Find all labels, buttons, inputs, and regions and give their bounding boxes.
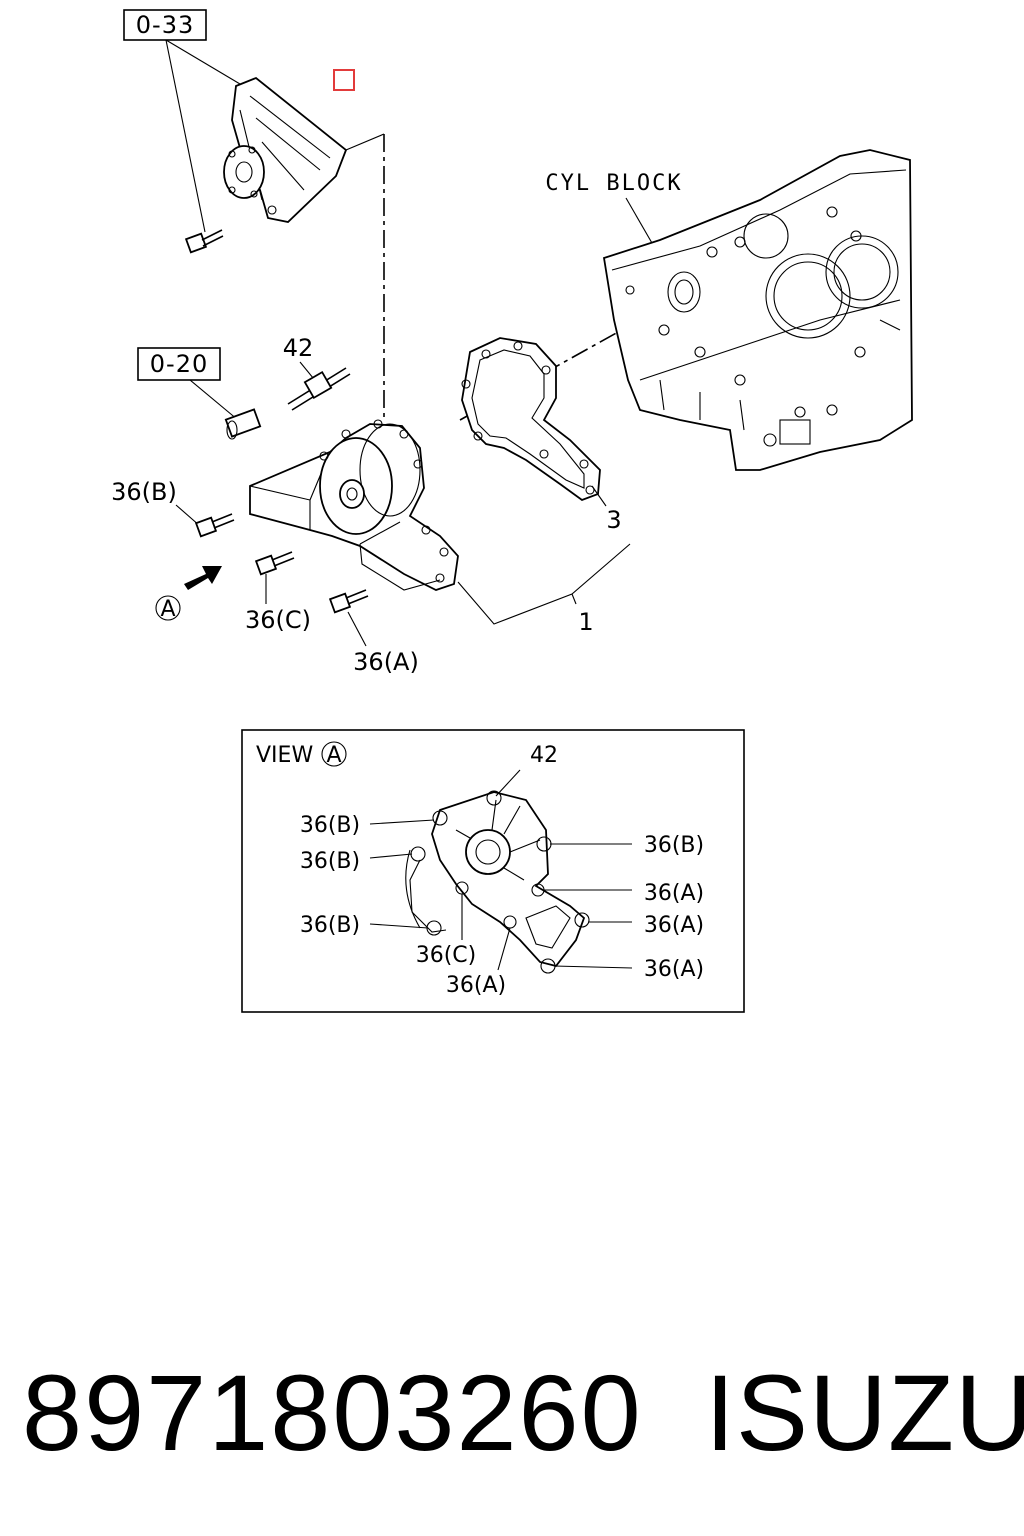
view-title-mark: A <box>326 743 341 768</box>
part-footer: 8971803260 ISUZU <box>0 1350 1024 1473</box>
view-title: VIEW <box>256 743 313 768</box>
view-callout-36a-right-1: 36(A) <box>644 881 704 906</box>
stud-callout-42: 42 <box>283 334 314 362</box>
reference-label-0-20: 0-20 <box>150 350 208 378</box>
reference-box-0-33[interactable]: 0-33 <box>123 9 207 41</box>
view-callout-36a-right-2: 36(A) <box>644 913 704 938</box>
bolt-36c <box>254 551 295 576</box>
reference-label-0-33: 0-33 <box>136 11 194 39</box>
view-callout-36c: 36(C) <box>416 943 477 968</box>
bolt-36b-callout: 36(B) <box>111 478 177 506</box>
bolt-36c-callout: 36(C) <box>245 606 311 634</box>
brand-name: ISUZU <box>705 1352 1024 1473</box>
water-pump <box>249 419 459 591</box>
view-callout-36b-right: 36(B) <box>644 833 704 858</box>
view-callout-42: 42 <box>530 743 558 768</box>
bolt-36a-callout: 36(A) <box>353 648 419 676</box>
bolt-36a <box>328 589 369 614</box>
gasket <box>461 337 601 502</box>
cyl-block-label: CYL BLOCK <box>545 171 682 196</box>
bracket-bolt <box>184 229 224 254</box>
reference-box-0-20[interactable]: 0-20 <box>137 347 221 381</box>
view-callout-36a-right-3: 36(A) <box>644 957 704 982</box>
part-number: 8971803260 <box>22 1352 643 1473</box>
view-callout-36b-left-3: 36(B) <box>300 913 360 938</box>
svg-text:A: A <box>160 597 175 622</box>
stud-42 <box>287 367 351 411</box>
bolt-36b <box>194 513 235 538</box>
view-callout-36a-bottom: 36(A) <box>446 973 506 998</box>
view-callout-36b-left-1: 36(B) <box>300 813 360 838</box>
gasket-callout: 3 <box>606 506 621 534</box>
view-callout-36b-left-2: 36(B) <box>300 849 360 874</box>
pulley-bracket <box>223 76 348 223</box>
assembly-callout-1: 1 <box>578 608 593 636</box>
view-a-marker: A <box>155 595 181 622</box>
view-a-inset: VIEW A 42 36(B) 36(B) 36(B) 36(B) 36(A) <box>241 729 745 1013</box>
cylinder-block <box>602 149 913 471</box>
view-direction-arrow <box>184 566 222 590</box>
highlight-marker <box>333 69 355 91</box>
dowel-0-20 <box>224 408 262 440</box>
